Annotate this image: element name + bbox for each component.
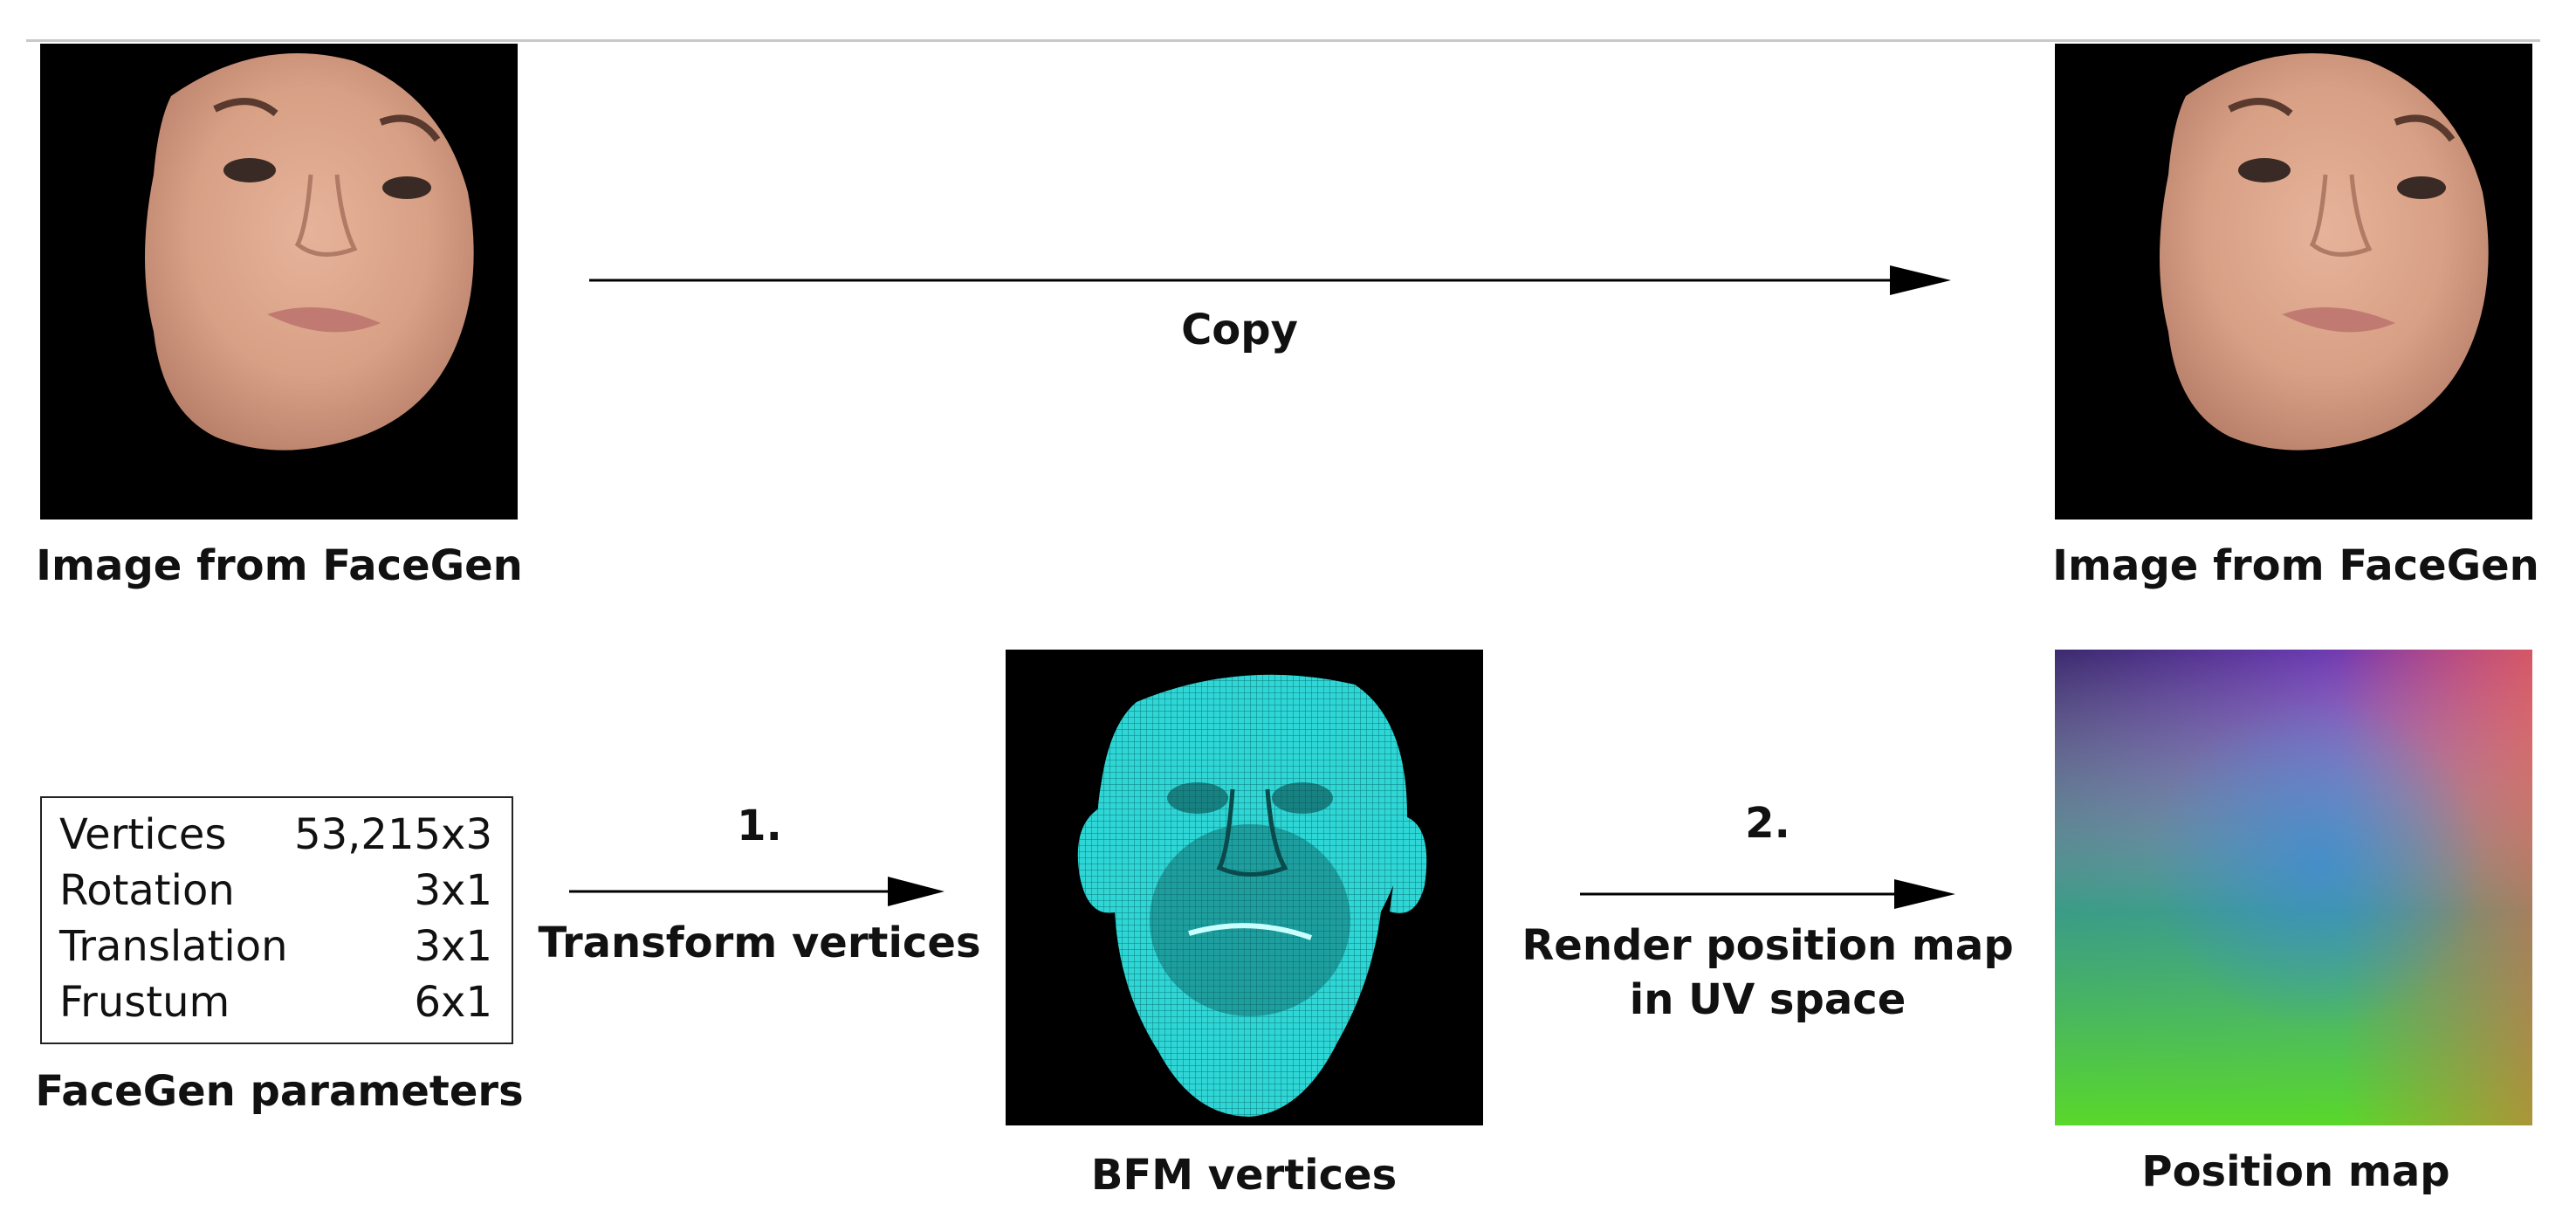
caption-image-left: Image from FaceGen [36, 541, 523, 590]
caption-position-map: Position map [2141, 1147, 2450, 1196]
facegen-parameters-table: Vertices 53,215x3 Rotation 3x1 Translati… [40, 796, 513, 1044]
param-row-translation: Translation 3x1 [59, 922, 492, 976]
face-render-right [2160, 53, 2489, 451]
copy-arrow-line [589, 265, 1951, 295]
step2-label-line2: in UV space [1629, 975, 1906, 1024]
caption-bfm-vertices: BFM vertices [1090, 1151, 1398, 1200]
render-arrow [1580, 879, 1955, 909]
mesh-render [1077, 674, 1427, 1117]
param-row-rotation: Rotation 3x1 [59, 866, 492, 920]
step2-label: Render position map in UV space [1501, 919, 2034, 1027]
step1-label: Transform vertices [538, 919, 981, 967]
position-map-image [2055, 650, 2532, 1125]
transform-arrow [569, 877, 945, 906]
param-name: Rotation [59, 866, 235, 915]
param-row-vertices: Vertices 53,215x3 [59, 810, 492, 864]
bfm-vertices-image [1006, 650, 1483, 1125]
facegen-image-left [40, 44, 518, 520]
caption-image-right: Image from FaceGen [2052, 541, 2539, 590]
step2-label-line1: Render position map [1522, 921, 2014, 970]
step2-number: 2. [1745, 799, 1790, 848]
copy-label: Copy [1181, 306, 1298, 354]
param-value: 3x1 [414, 866, 492, 915]
face-render-left [145, 53, 474, 451]
step1-number: 1. [737, 802, 782, 850]
param-row-frustum: Frustum 6x1 [59, 978, 492, 1032]
param-name: Frustum [59, 978, 230, 1027]
top-divider [26, 39, 2540, 42]
param-value: 3x1 [414, 922, 492, 971]
param-value: 6x1 [414, 978, 492, 1027]
facegen-image-right [2055, 44, 2532, 520]
position-map-render [2055, 650, 2532, 1125]
caption-facegen-parameters: FaceGen parameters [35, 1067, 524, 1116]
param-value: 53,215x3 [294, 810, 492, 859]
param-name: Vertices [59, 810, 227, 859]
param-name: Translation [59, 922, 288, 971]
